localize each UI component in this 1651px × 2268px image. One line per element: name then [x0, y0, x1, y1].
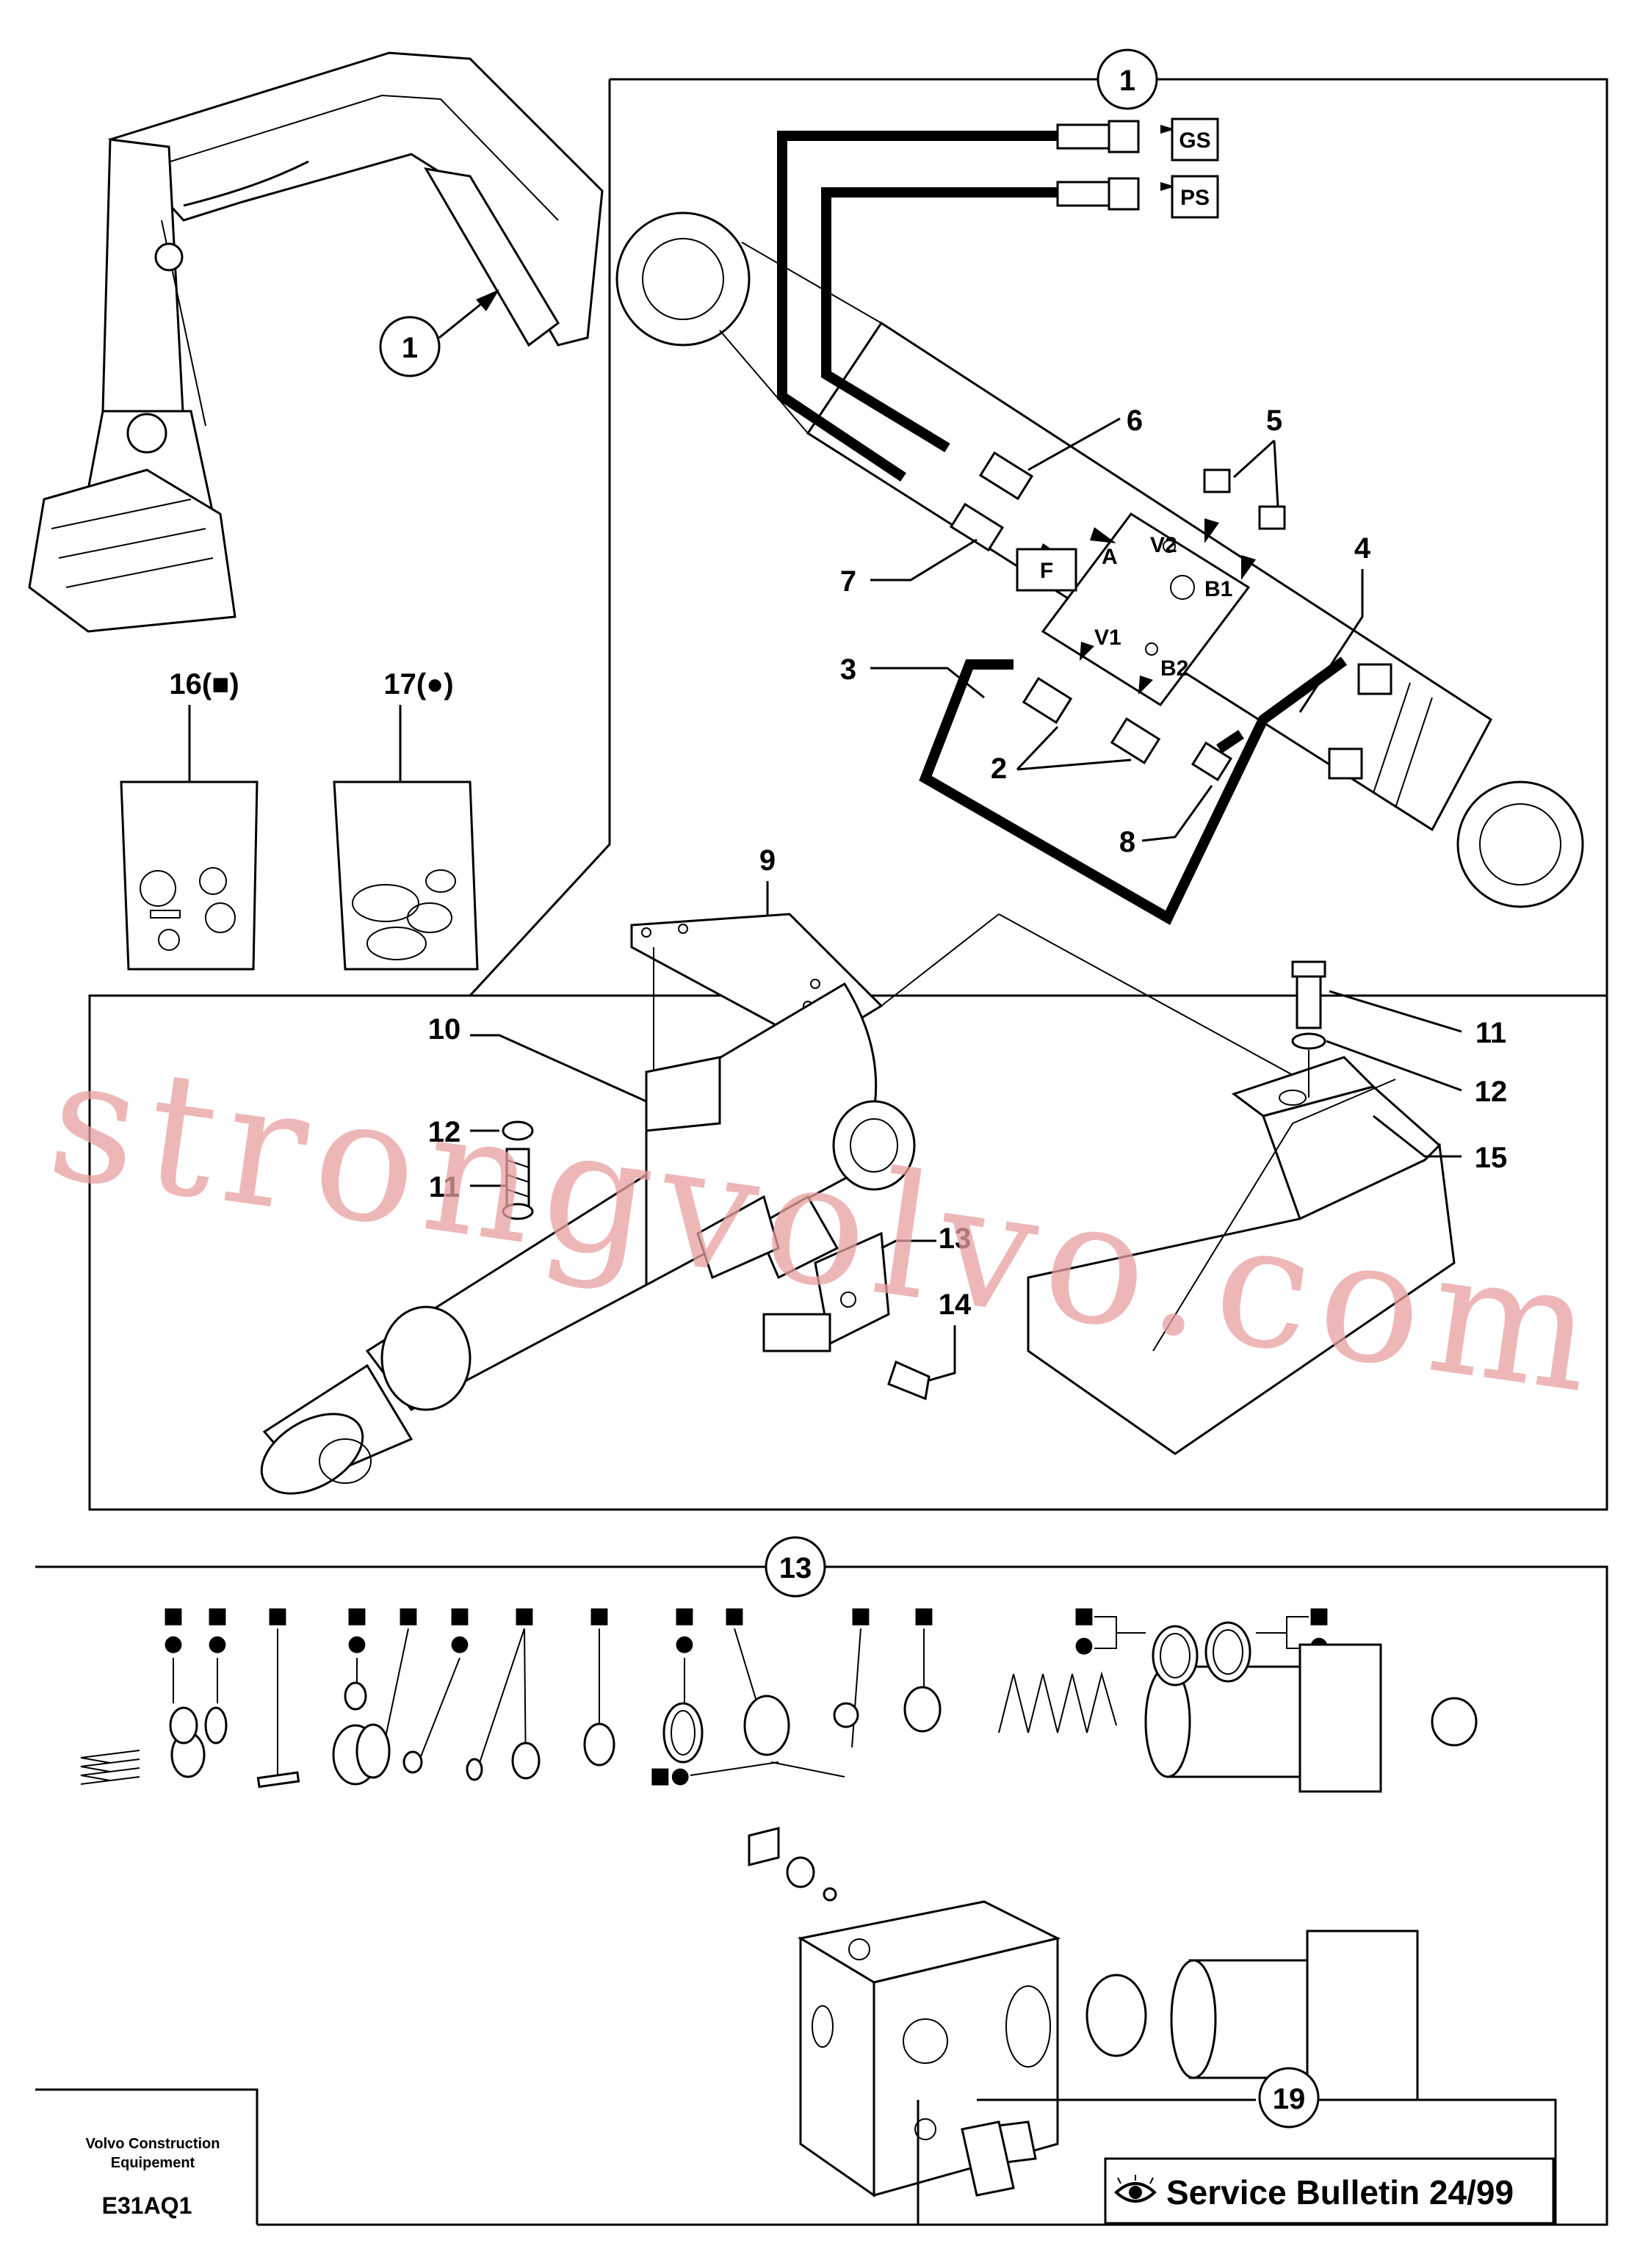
hose-fittings	[949, 120, 1392, 782]
part-number-16: 16(■)	[169, 668, 239, 700]
kit-marker-circle: ●	[347, 1631, 366, 1656]
callout-label: 1	[1119, 65, 1135, 97]
part-number-12-left: 12	[428, 1116, 461, 1148]
part-number-8: 8	[1119, 826, 1135, 858]
valve-internal-parts	[80, 1621, 1478, 1902]
kit-marker-square-circle: ■●	[650, 1763, 690, 1789]
bolt-washer-left: 10 12 11	[428, 1013, 647, 1220]
kit-marker-circle: ●	[1074, 1632, 1094, 1658]
part-labels-detail-1: 6 5 7 4 3 2 8	[840, 405, 1371, 858]
callout-label: 19	[1273, 2083, 1306, 2115]
kit-marker-circle: ●	[675, 1631, 694, 1656]
kit-marker-circle: ●	[208, 1631, 227, 1656]
kit-marker-square: ■	[724, 1603, 745, 1628]
part-number-6: 6	[1127, 405, 1143, 437]
part-number-15: 15	[1475, 1142, 1508, 1174]
callout-label: 13	[779, 1552, 812, 1584]
callout-1-machine: 1	[379, 289, 499, 377]
callout-13: 13	[765, 1536, 826, 1598]
kit-marker-square: ■	[207, 1603, 228, 1628]
part-number-7: 7	[840, 565, 856, 598]
kit-marker-square: ■	[347, 1603, 367, 1628]
part-number-13: 13	[939, 1222, 972, 1255]
service-bulletin-text: Service Bulletin 24/99	[1166, 2173, 1514, 2211]
kit-marker-square: ■	[449, 1603, 470, 1628]
port-label-b1: B1	[1204, 577, 1232, 601]
valve-housing	[797, 1900, 1419, 2198]
port-label-a: A	[1102, 545, 1118, 569]
kit-marker-circle: ●	[164, 1631, 183, 1656]
part-number-11-left: 11	[429, 1171, 460, 1203]
callout-1-detail: 1	[1097, 48, 1158, 110]
hydraulic-hoses	[777, 131, 1348, 925]
eye-icon	[1114, 2175, 1157, 2203]
part-number-12-right: 12	[1475, 1076, 1508, 1108]
service-bulletin-box: Service Bulletin 24/99	[1104, 2157, 1555, 2225]
part-number-10: 10	[428, 1013, 461, 1046]
part-number-2: 2	[991, 753, 1007, 785]
part-number-4: 4	[1354, 532, 1371, 565]
kit-marker-square: ■	[589, 1603, 610, 1628]
callout-label: 1	[402, 332, 418, 364]
port-box-label: PS	[1180, 186, 1210, 210]
excavator-boom-illustration	[28, 51, 604, 633]
part-number-5: 5	[1266, 405, 1282, 437]
kit-marker-square: ■	[514, 1603, 535, 1628]
company-name-line-2: Equipement	[111, 2155, 195, 2171]
kit-marker-square: ■	[1309, 1603, 1329, 1628]
part-number-3: 3	[840, 653, 856, 686]
drawing-code: E31AQ1	[102, 2192, 192, 2219]
kit-marker-square: ■	[914, 1603, 934, 1628]
footer-block: Volvo Construction Equipement E31AQ1	[86, 2136, 220, 2219]
kit-marker-square: ■	[674, 1603, 695, 1628]
control-valve-block: A V2 B1 V1 B2	[1041, 512, 1251, 707]
port-box-ps: PS	[1171, 175, 1219, 219]
valve-block-13: 13 14	[762, 1222, 972, 1401]
kit-marker-square: ■	[1074, 1603, 1094, 1628]
part-number-17: 17(●)	[383, 668, 453, 700]
kit-marker-circle: ●	[450, 1631, 469, 1656]
kit-marker-square: ■	[267, 1603, 288, 1628]
port-box-gs: GS	[1171, 117, 1219, 162]
port-label-v1: V1	[1094, 626, 1121, 650]
company-name-line-1: Volvo Construction	[86, 2136, 220, 2152]
seal-kit-bag-16: 16(■)	[120, 668, 259, 971]
kit-marker-square: ■	[398, 1603, 419, 1628]
lower-cylinder-bracket	[260, 982, 916, 1495]
support-bracket-15: 11 12 15	[1027, 960, 1508, 1455]
kit-marker-square: ■	[163, 1603, 184, 1628]
part-number-9: 9	[759, 844, 776, 877]
port-box-label: GS	[1179, 128, 1210, 153]
part-number-11-right: 11	[1475, 1017, 1506, 1049]
seal-kit-bag-17: 17(●)	[333, 668, 479, 971]
kit-marker-square: ■	[850, 1603, 871, 1628]
port-box-f: F	[1016, 548, 1077, 592]
port-label-v2: V2	[1150, 533, 1177, 557]
detail-frame-19: 19	[917, 2067, 1557, 2226]
port-label-b2: B2	[1160, 656, 1188, 681]
port-box-label: F	[1040, 559, 1053, 583]
part-number-14: 14	[939, 1289, 972, 1321]
